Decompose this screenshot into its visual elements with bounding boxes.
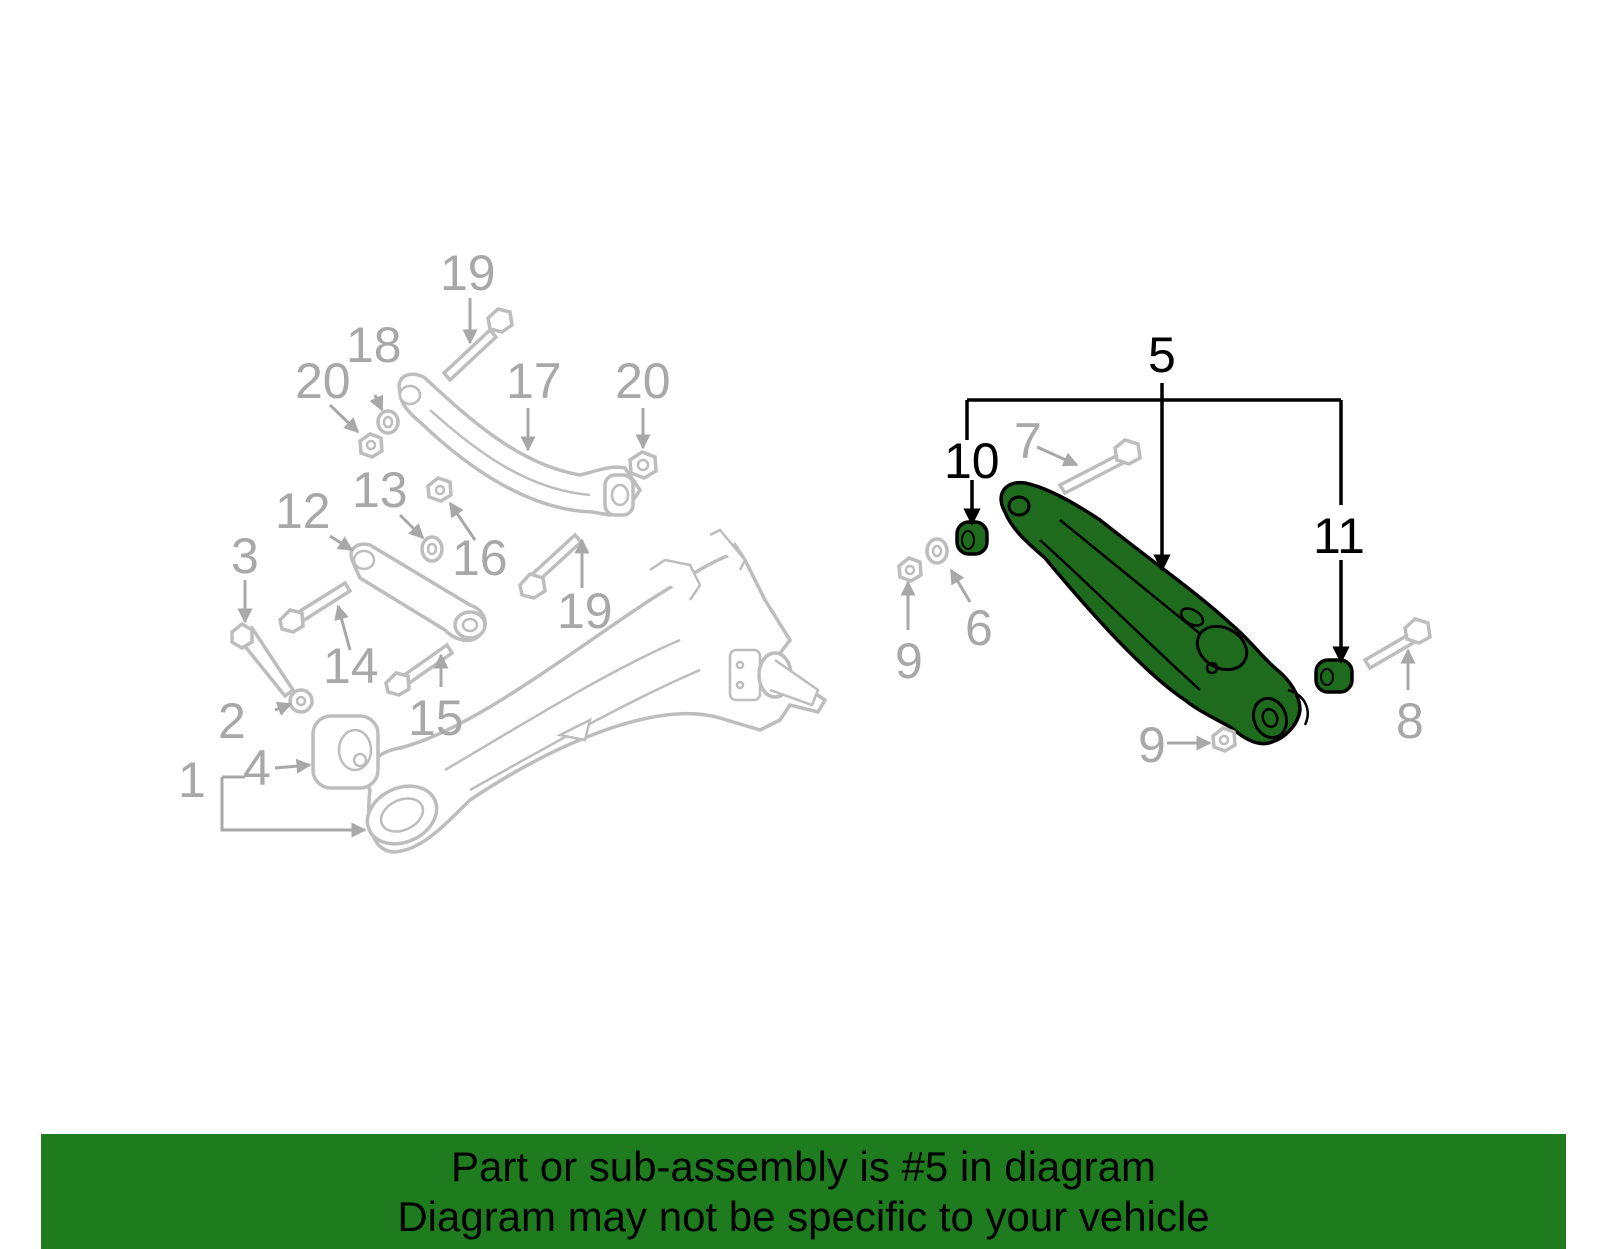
black-leader-lines	[963, 383, 1350, 664]
bolt-part-19-top	[441, 307, 514, 383]
info-banner: Part or sub-assembly is #5 in diagram Di…	[41, 1134, 1566, 1249]
callout-17: 17	[506, 353, 562, 409]
callout-2: 2	[218, 693, 246, 749]
gray-callouts: 1 2 3 4 12 13 14 15 16 17 18 19 19 20 20	[178, 245, 671, 808]
callout-20-left: 20	[295, 353, 351, 409]
callout-13: 13	[352, 462, 408, 518]
bolt-part-3	[230, 621, 296, 699]
callout-20-right: 20	[615, 353, 671, 409]
callout-15: 15	[408, 690, 464, 746]
callout-10: 10	[944, 433, 1000, 489]
trailing-arm-part	[365, 528, 828, 854]
callout-6: 6	[965, 600, 993, 656]
control-arm-part-5-highlighted	[999, 480, 1309, 746]
callout-19-top: 19	[440, 245, 496, 301]
callout-1: 1	[178, 752, 206, 808]
callout-4: 4	[243, 740, 271, 796]
bolt-part-8	[1362, 617, 1432, 671]
washer-part-2	[288, 688, 314, 714]
callout-14: 14	[323, 638, 379, 694]
gray-leader-lines	[220, 298, 651, 838]
bolt-part-14	[278, 580, 353, 634]
callout-9-bottom: 9	[1138, 717, 1166, 773]
right-callouts: 5 10 11 6 7 8 9 9	[895, 327, 1424, 773]
nut-part-20-right	[628, 450, 658, 480]
washer-part-18	[376, 409, 400, 435]
callout-19-bottom: 19	[557, 583, 613, 639]
callout-7: 7	[1014, 413, 1042, 469]
nut-part-16	[426, 476, 453, 503]
gray-leader-lines-right	[900, 445, 1416, 751]
banner-line-1: Part or sub-assembly is #5 in diagram	[451, 1143, 1156, 1190]
callout-3: 3	[231, 528, 259, 584]
callout-16: 16	[452, 530, 508, 586]
callout-11: 11	[1313, 508, 1365, 564]
bolt-part-7	[1057, 438, 1142, 496]
callout-8: 8	[1396, 693, 1424, 749]
callout-5: 5	[1148, 327, 1176, 383]
upper-arm-part-17	[397, 372, 643, 517]
bushing-part-4	[311, 714, 380, 790]
nut-part-20-left	[358, 432, 384, 459]
lower-link-part-12	[349, 542, 487, 643]
washer-part-6	[925, 537, 949, 565]
callout-18: 18	[346, 317, 402, 373]
nut-part-9-bottom	[1211, 726, 1237, 753]
callout-12: 12	[275, 483, 331, 539]
banner-line-2: Diagram may not be specific to your vehi…	[397, 1193, 1210, 1240]
callout-9-left: 9	[895, 633, 923, 689]
bushing-part-11-highlighted	[1314, 658, 1354, 694]
washer-part-13	[420, 535, 444, 563]
nut-part-9-left	[897, 556, 923, 583]
bushing-part-10-highlighted	[955, 520, 989, 556]
